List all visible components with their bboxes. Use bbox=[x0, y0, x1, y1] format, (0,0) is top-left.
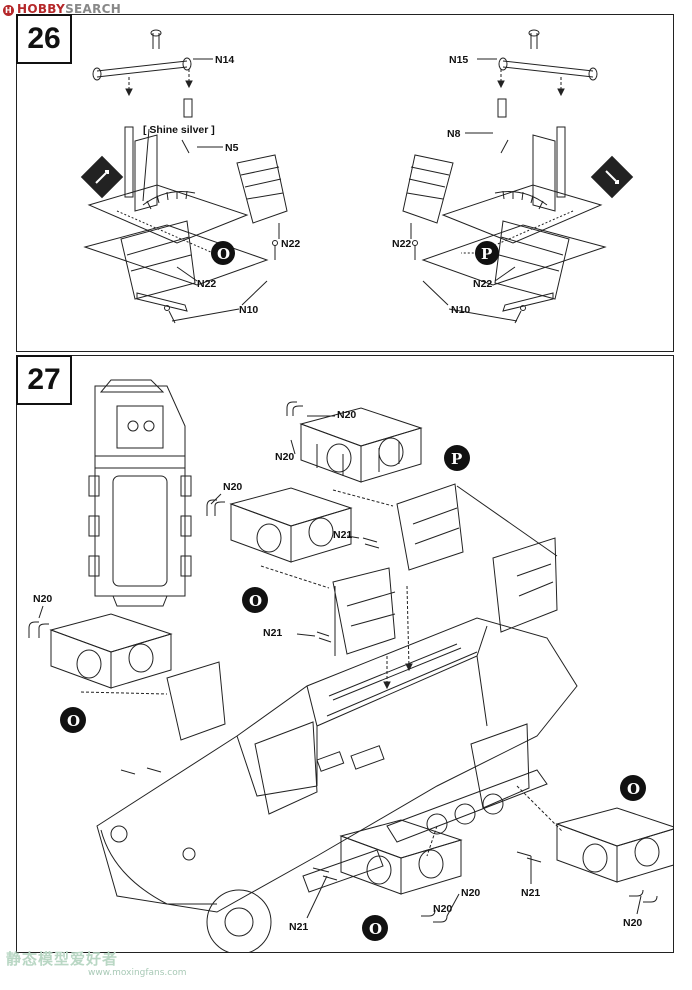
marker-letter: P bbox=[481, 245, 492, 263]
marker-circle-o bbox=[60, 707, 86, 733]
part-label-n22: N22 bbox=[392, 238, 411, 250]
marker-letter: O bbox=[627, 780, 640, 798]
part-label-n8: N8 bbox=[447, 128, 461, 140]
paint-note: [ Shine silver ] bbox=[143, 124, 215, 136]
marker-letter: O bbox=[217, 245, 230, 263]
marker-circle-o bbox=[211, 241, 235, 265]
part-label-n20: N20 bbox=[223, 481, 242, 493]
marker-circle-p bbox=[475, 241, 499, 265]
part-label-n14: N14 bbox=[215, 54, 234, 66]
rotate-arrow-icon bbox=[590, 155, 634, 199]
part-label-n20: N20 bbox=[275, 451, 294, 463]
part-label-n20: N20 bbox=[461, 887, 480, 899]
part-label-n22: N22 bbox=[281, 238, 300, 250]
watermark-url: www.moxingfans.com bbox=[88, 968, 187, 978]
part-label-n22: N22 bbox=[473, 278, 492, 290]
marker-circle-o bbox=[620, 775, 646, 801]
part-label-n22: N22 bbox=[197, 278, 216, 290]
step-number: 27 bbox=[16, 355, 72, 405]
part-label-n20: N20 bbox=[623, 917, 642, 929]
part-label-n21: N21 bbox=[289, 921, 308, 933]
marker-letter: O bbox=[249, 592, 262, 610]
marker-circle-p bbox=[444, 445, 470, 471]
step-26-diagram: N14 N15 [ Shine silver ] N5 N8 N22 N22 N… bbox=[80, 29, 634, 324]
marker-letter: P bbox=[451, 450, 462, 468]
logo-badge-icon: H bbox=[3, 5, 14, 16]
part-label-n21: N21 bbox=[521, 887, 540, 899]
step-27-panel: 27 bbox=[16, 355, 674, 953]
part-label-n10: N10 bbox=[239, 304, 258, 316]
step-number: 26 bbox=[16, 14, 72, 64]
part-label-n15: N15 bbox=[449, 54, 468, 66]
step-26-panel: 26 bbox=[16, 14, 674, 352]
step-27-diagram: N20 N20 N20 N20 N20 N20 N20 N21 N21 N21 … bbox=[28, 379, 673, 952]
part-label-n10: N10 bbox=[451, 304, 470, 316]
marker-letter: O bbox=[369, 920, 382, 938]
part-label-n20: N20 bbox=[337, 409, 356, 421]
part-label-n20: N20 bbox=[33, 593, 52, 605]
part-label-n20: N20 bbox=[433, 903, 452, 915]
marker-circle-o bbox=[242, 587, 268, 613]
part-label-n5: N5 bbox=[225, 142, 239, 154]
part-label-n21: N21 bbox=[263, 627, 282, 639]
watermark-cn: 静态模型爱好者 bbox=[6, 950, 119, 968]
marker-letter: O bbox=[67, 712, 80, 730]
part-label-n21: N21 bbox=[333, 529, 352, 541]
rotate-arrow-icon bbox=[80, 155, 124, 199]
marker-circle-o bbox=[362, 915, 388, 941]
